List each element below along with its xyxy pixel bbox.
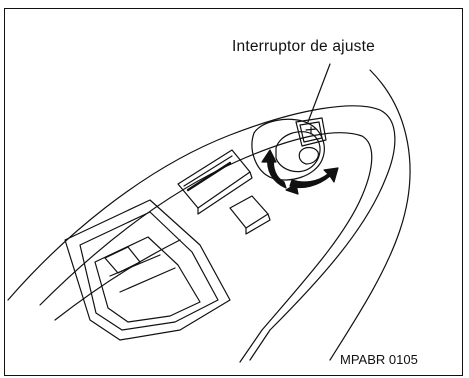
small-square-button — [229, 195, 271, 235]
window-switch-panel — [64, 199, 231, 341]
figure-frame — [4, 8, 463, 376]
window-lock-button — [177, 149, 253, 215]
rotate-arrows-icon — [261, 149, 339, 195]
armrest-outline — [7, 69, 411, 363]
figure-reference-code: MPABR 0105 — [340, 352, 418, 367]
mirror-adjust-knob-icon — [251, 117, 327, 181]
callout-label: Interruptor de ajuste — [232, 38, 375, 55]
callout-leader-line — [307, 63, 331, 123]
